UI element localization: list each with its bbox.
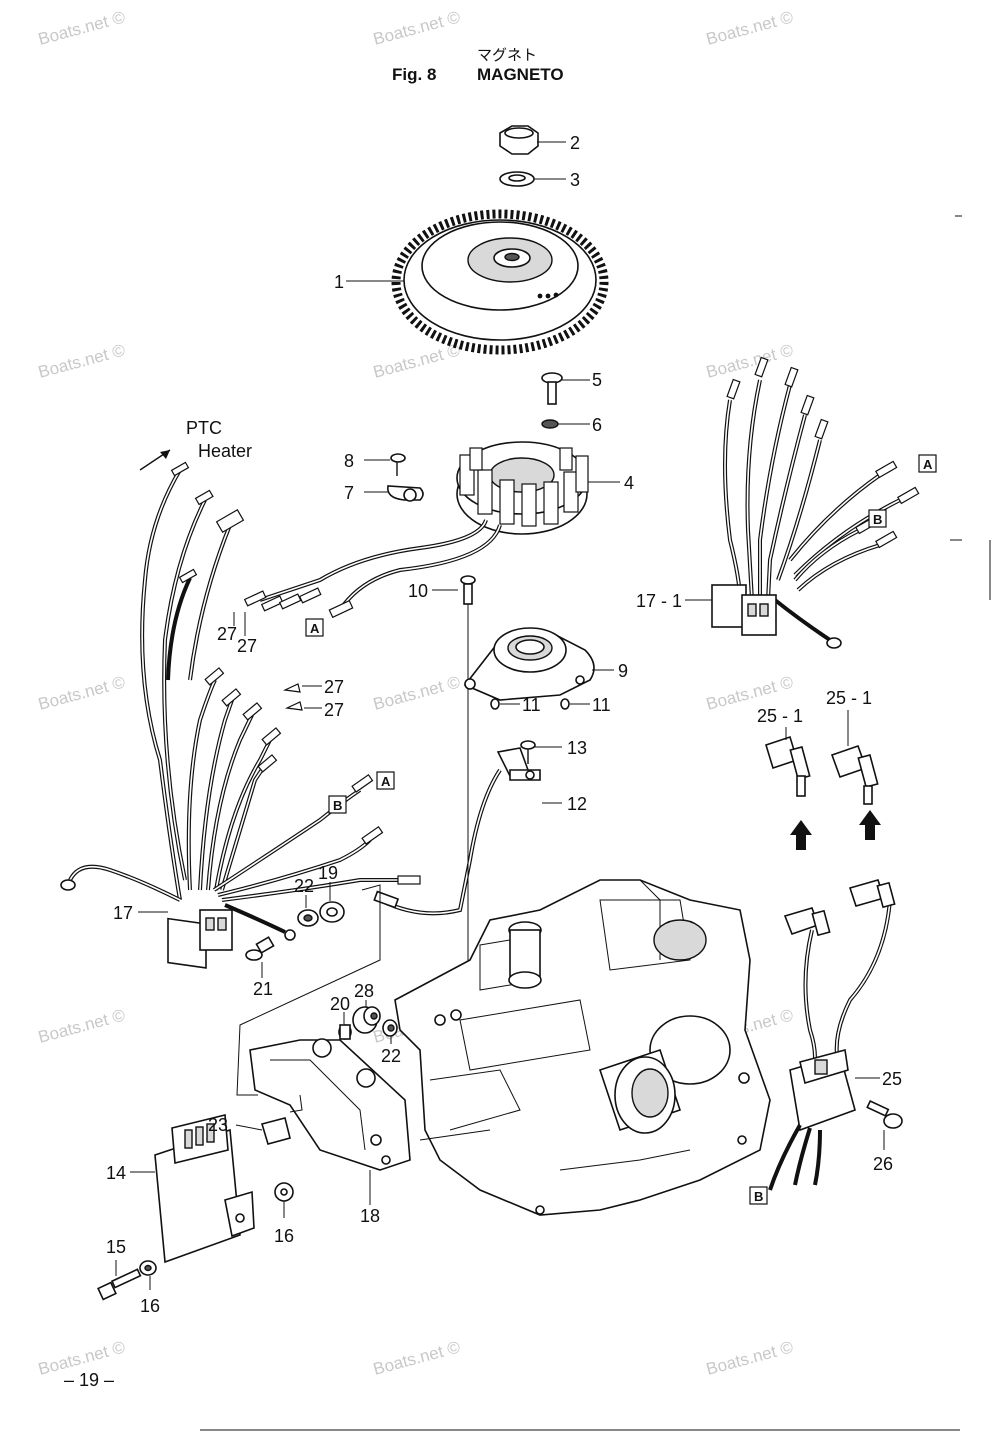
stator-harness: [233, 519, 502, 636]
marker-a: A: [310, 621, 320, 636]
page-number: – 19 –: [64, 1370, 114, 1390]
callout-1: 1: [334, 272, 344, 292]
stator-screw-part: [541, 372, 590, 429]
ptc-heater-harness: [139, 449, 245, 901]
callout-3: 3: [570, 170, 580, 190]
watermark: Boats.net ©: [36, 672, 127, 714]
figure-title: マグネト Fig. 8 MAGNETO: [392, 46, 564, 84]
callout-16: 16: [140, 1296, 160, 1316]
watermark: Boats.net ©: [36, 340, 127, 382]
nut-part: [499, 125, 566, 155]
ignition-coil-part: [768, 879, 896, 1191]
callout-13: 13: [567, 738, 587, 758]
callout-6: 6: [592, 415, 602, 435]
callout-20: 20: [330, 994, 350, 1014]
watermark: Boats.net ©: [36, 1005, 127, 1047]
watermark: Boats.net ©: [371, 7, 462, 49]
callout-2: 2: [570, 133, 580, 153]
callout-18: 18: [360, 1206, 380, 1226]
watermark: Boats.net ©: [704, 1337, 795, 1379]
marker-a: A: [923, 457, 933, 472]
harness-17-1-connector: [711, 584, 777, 636]
callout-5: 5: [592, 370, 602, 390]
callout-10: 10: [408, 581, 428, 601]
callout-17: 17: [113, 903, 133, 923]
callout-15: 15: [106, 1237, 126, 1257]
callout-8: 8: [344, 451, 354, 471]
callout-23: 23: [208, 1115, 228, 1135]
callout-27: 27: [324, 677, 344, 697]
watermark: Boats.net ©: [371, 1337, 462, 1379]
heater-label: Heater: [198, 441, 252, 461]
bolt-21-part: [245, 936, 275, 978]
pulser-wire: [373, 600, 502, 1010]
callout-17-1: 17 - 1: [636, 591, 682, 611]
page-footer: – 19 –: [64, 215, 991, 1431]
callout-7: 7: [344, 483, 354, 503]
callout-16: 16: [274, 1226, 294, 1246]
marker-b: B: [754, 1189, 763, 1204]
callout-22: 22: [381, 1046, 401, 1066]
pulser-base-part: [432, 575, 614, 710]
callout-25-1: 25 - 1: [757, 706, 803, 726]
harness-17-1: [685, 356, 920, 649]
callout-14: 14: [106, 1163, 126, 1183]
washer-part: [499, 171, 566, 187]
grommet-parts: [297, 882, 345, 927]
bracket-18-part: [249, 1038, 411, 1205]
flywheel-part: [346, 209, 609, 355]
page-title: MAGNETO: [477, 65, 564, 84]
harness-17-connector: [167, 909, 233, 969]
pulser-coil-part: [496, 740, 562, 804]
screw-clamp-parts: [364, 453, 424, 502]
section-markers: A A B A B B: [305, 454, 937, 1205]
callout-12: 12: [567, 794, 587, 814]
callout-19: 19: [318, 863, 338, 883]
marker-b: B: [873, 512, 882, 527]
callout-27: 27: [324, 700, 344, 720]
watermark: Boats.net ©: [704, 7, 795, 49]
stator-part: [456, 441, 620, 535]
fig-label: Fig. 8: [392, 65, 436, 84]
callout-labels: 1 2 3 5 6 4 8 7 10 9 11 11 13 12 17 - 1 …: [106, 133, 902, 1316]
collar-grommet-parts: [338, 1000, 398, 1044]
callout-4: 4: [624, 473, 634, 493]
watermark: Boats.net ©: [371, 340, 462, 382]
watermark: Boats.net ©: [36, 7, 127, 49]
watermark: Boats.net ©: [704, 340, 795, 382]
marker-a: A: [381, 774, 391, 789]
callout-21: 21: [253, 979, 273, 999]
bolt-26-part: [866, 1099, 903, 1150]
plug-cap-parts: [765, 710, 881, 850]
callout-28: 28: [354, 981, 374, 1001]
harness-17: [60, 667, 421, 969]
callout-25-1: 25 - 1: [826, 688, 872, 708]
japanese-title: マグネト: [477, 46, 537, 64]
callout-25: 25: [882, 1069, 902, 1089]
engine-block: [394, 879, 771, 1216]
cdi-unit-part: [130, 1114, 294, 1264]
ptc-label: PTC: [186, 418, 222, 438]
callout-27: 27: [217, 624, 237, 644]
watermark: Boats.net ©: [371, 672, 462, 714]
callout-27: 27: [237, 636, 257, 656]
callout-9: 9: [618, 661, 628, 681]
marker-b: B: [333, 798, 342, 813]
callout-22: 22: [294, 876, 314, 896]
callout-11: 11: [522, 695, 541, 715]
callout-26: 26: [873, 1154, 893, 1174]
reference-lines: [236, 884, 381, 1096]
ptc-heater-note: PTC Heater: [186, 418, 252, 461]
bolt-15-part: [97, 1260, 157, 1301]
callout-11: 11: [592, 695, 611, 715]
